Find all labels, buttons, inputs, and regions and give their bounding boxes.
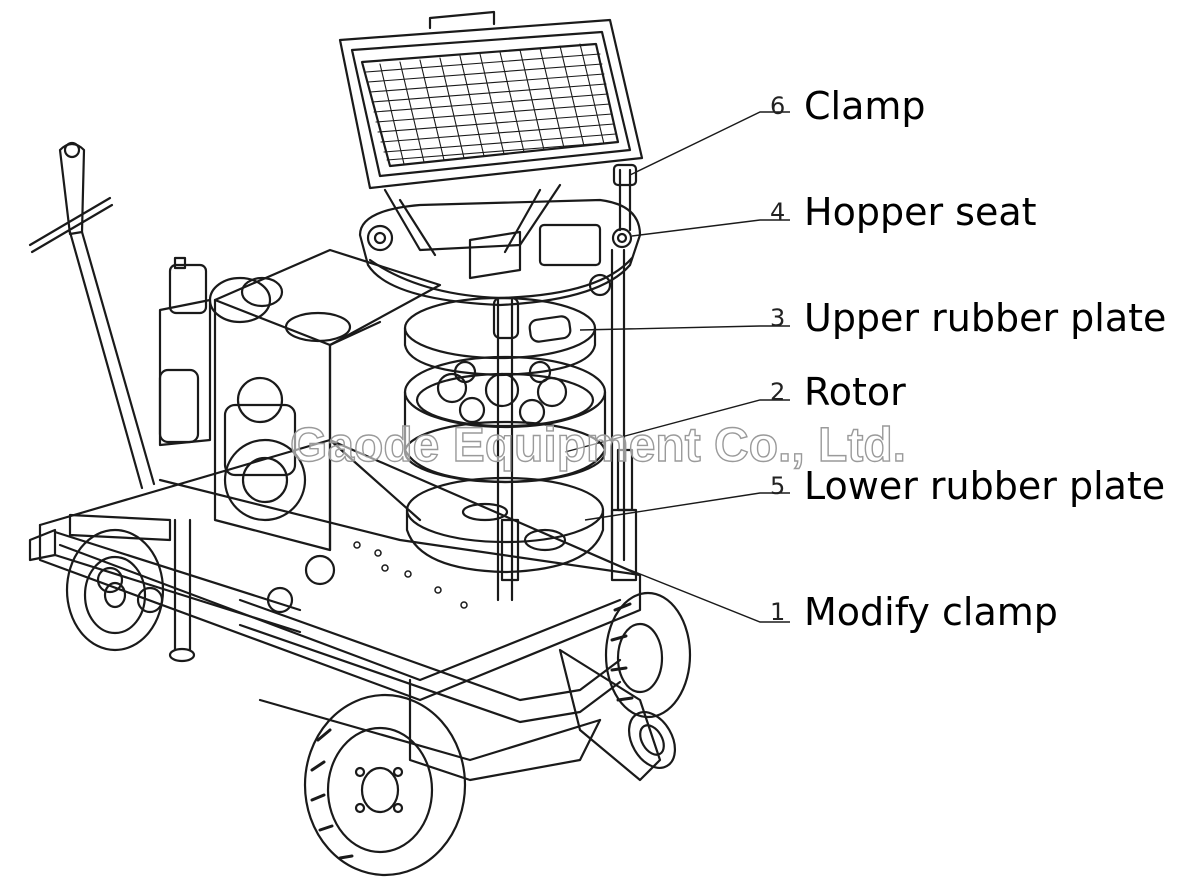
pipes [28,513,622,724]
callout-text: Upper rubber plate [804,296,1167,340]
callout-number: 2 [770,378,786,406]
tie-rods [496,163,638,602]
lower-rubber-plate [405,476,605,574]
callout-text: Lower rubber plate [804,464,1166,508]
hopper-grid [338,10,644,190]
leader-3 [579,325,790,331]
callout-number: 1 [770,598,786,626]
leader-5 [584,492,790,521]
watermark: Gaode Equipment Co., Ltd. [289,418,906,472]
motor-housing [158,248,442,552]
leader-1 [629,569,790,623]
deck-bolts [353,541,468,609]
front-left-wheel [303,693,467,877]
callout-number: 6 [770,92,786,120]
callout-text: Rotor [804,370,906,414]
callout-number: 4 [770,198,786,226]
left-rear-wheel [65,528,165,652]
chassis-frame [38,438,642,782]
leader-6 [629,111,790,176]
leader-4 [631,219,790,237]
callout-text: Hopper seat [804,190,1037,234]
callout-text: Clamp [804,84,926,128]
tow-handle [28,141,156,490]
callout-number: 3 [770,304,786,332]
leader-2 [564,399,790,453]
callout-text: Modify clamp [804,590,1058,634]
leader-lines [564,111,790,623]
rotor [403,355,607,484]
front-right-wheel [604,591,692,719]
callout-number: 5 [770,472,786,500]
hopper-seat [358,183,642,307]
